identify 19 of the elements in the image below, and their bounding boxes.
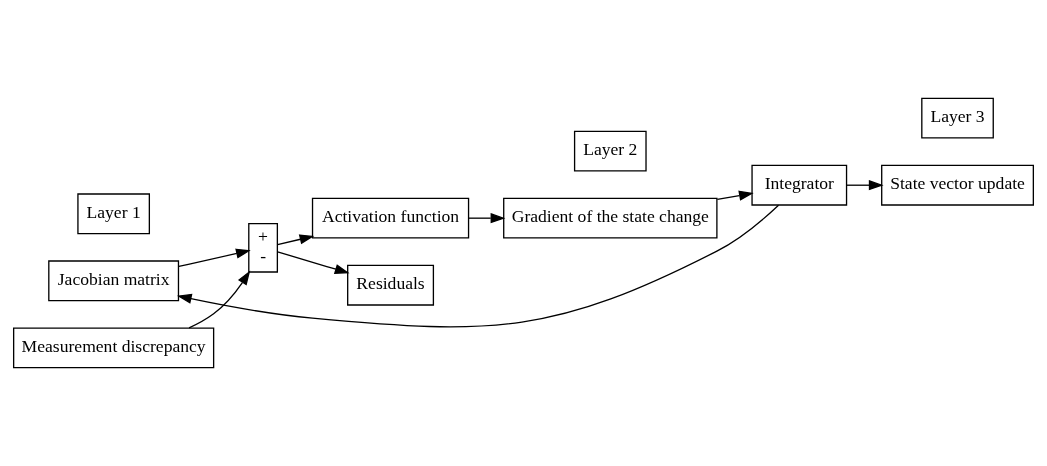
node-box: State vector update <box>881 164 1034 206</box>
node-box: Gradient of the state change <box>503 197 718 239</box>
arrow <box>846 180 884 191</box>
node-box: Activation function <box>311 197 470 239</box>
arrow <box>276 251 350 274</box>
node-box: Layer 3 <box>921 97 994 139</box>
arrow <box>178 248 251 268</box>
node-box: Layer 2 <box>573 130 647 172</box>
node-box: Residuals <box>347 264 435 306</box>
node-box: Integrator <box>751 164 848 206</box>
node-box: Layer 1 <box>77 193 150 235</box>
node-box: Jacobian matrix <box>48 260 180 302</box>
arrow <box>716 190 754 201</box>
node-box: + - <box>248 223 279 273</box>
arrow <box>276 234 315 246</box>
arrow <box>468 213 506 224</box>
arrow <box>188 270 251 329</box>
node-box: Measurement discrepancy <box>13 327 215 369</box>
arrow <box>176 204 780 328</box>
